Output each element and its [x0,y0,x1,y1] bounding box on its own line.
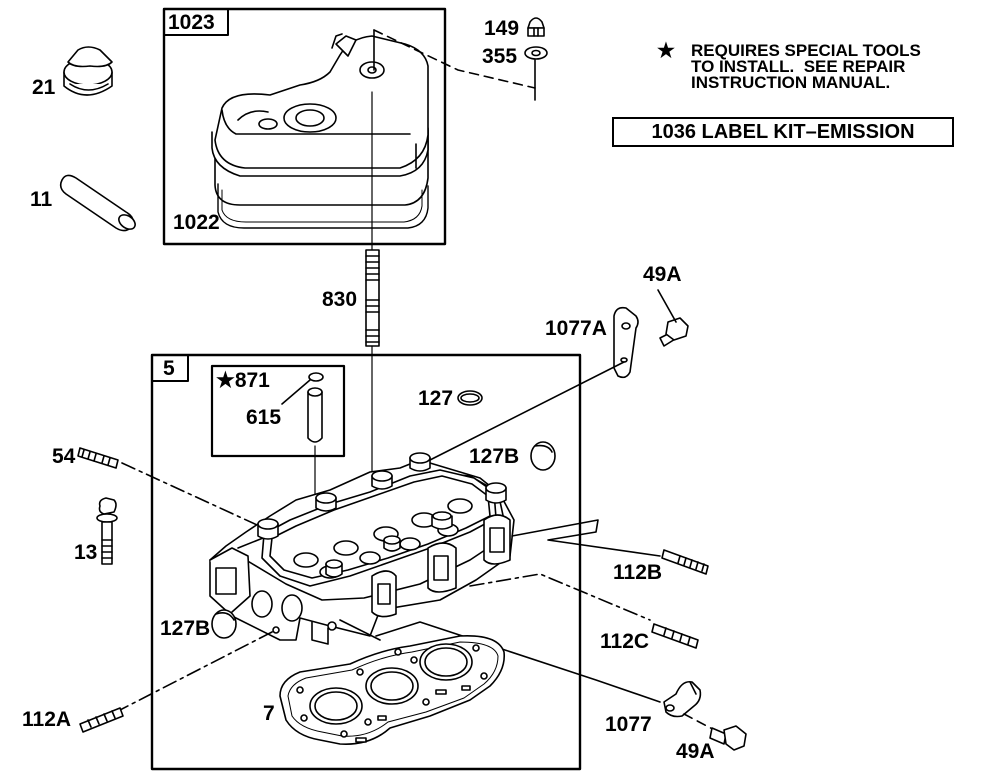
note-line-2: TO INSTALL. SEE REPAIR [691,57,906,76]
callout-615[interactable]: 615 [246,406,282,429]
callout-49A-bottom[interactable]: 49A [676,740,715,763]
part-7-head-gasket [279,635,506,745]
callout-127B-top[interactable]: 127B [469,445,520,468]
part-127B-left-plug [211,609,237,639]
part-112A-stud [79,707,124,733]
callout-830[interactable]: 830 [322,288,358,311]
callout-1023[interactable]: 1023 [168,11,215,34]
part-1077-bracket [663,680,702,718]
callout-54[interactable]: 54 [52,445,76,468]
part-11-tube [59,174,136,232]
callout-1077A[interactable]: 1077A [545,317,607,340]
part-112B-stud [661,549,709,575]
box-1023 [162,7,447,246]
callout-871[interactable]: ★871 [216,369,270,392]
callout-21[interactable]: 21 [32,76,56,99]
valve-cover [211,33,429,206]
callout-7[interactable]: 7 [263,702,275,725]
emission-label-kit: 1036 LABEL KIT–EMISSION [612,117,954,147]
callout-127B-left[interactable]: 127B [160,617,211,640]
part-1077A-bracket [613,306,639,379]
part-54-stud [77,447,119,469]
part-615-guide [307,387,323,443]
note-line-3: INSTRUCTION MANUAL. [691,73,891,92]
part-830-stud [365,249,380,347]
callout-355[interactable]: 355 [482,45,518,68]
callout-5[interactable]: 5 [163,357,175,380]
callout-1077[interactable]: 1077 [605,713,652,736]
part-149-nut [527,17,545,37]
part-127B-plug [530,441,556,471]
gasket-1022 [217,183,429,229]
part-13-bolt [96,497,118,565]
callout-13[interactable]: 13 [74,541,98,564]
callout-11[interactable]: 11 [30,188,53,211]
box-5 [150,353,582,771]
callout-112C[interactable]: 112C [600,630,650,653]
callout-112B[interactable]: 112B [613,561,663,584]
part-112C-stud [651,623,699,649]
callout-1022[interactable]: 1022 [173,211,220,234]
callout-49A-top[interactable]: 49A [643,263,682,286]
cylinder-head [209,452,515,645]
note-star: ★ [657,40,675,62]
part-49A-bolt-top [659,317,689,347]
callout-127[interactable]: 127 [418,387,454,410]
callout-112A[interactable]: 112A [22,708,72,731]
tag-1023 [163,8,229,36]
part-355-washer [524,46,548,60]
tag-5 [151,354,189,382]
note-line-1: REQUIRES SPECIAL TOOLS [691,41,921,60]
part-21-cap [63,46,113,96]
part-49A-bolt-bottom [709,725,747,751]
callout-149[interactable]: 149 [484,17,520,40]
box-871 [210,364,346,458]
